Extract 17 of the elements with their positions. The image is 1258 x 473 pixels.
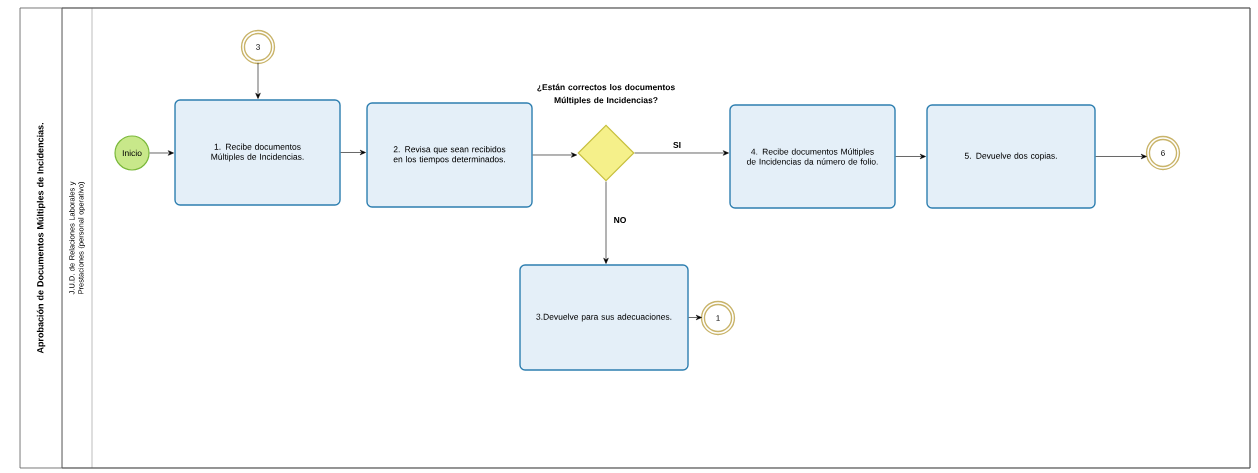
arrow	[634, 150, 729, 156]
arrow	[149, 150, 174, 156]
arrow	[255, 62, 261, 99]
arrow	[340, 149, 366, 156]
task-box: 3.Devuelve para sus adecuaciones.	[519, 264, 689, 371]
task-box: 2. Revisa que sean recibidos en los tiempos determinados.	[366, 102, 533, 208]
arrow	[895, 153, 926, 160]
edge-label: SI	[672, 141, 682, 149]
arrow	[688, 314, 702, 321]
task-box: 5. Devuelve dos copias.	[926, 104, 1096, 209]
arrow	[603, 181, 609, 264]
arrow	[532, 152, 577, 158]
arrow	[1095, 153, 1147, 160]
edge-label: NO	[612, 216, 628, 224]
task-box: 1. Recibe documentos Múltiples de Incidencias.	[174, 99, 341, 206]
task-box: 4. Recibe documentos Múltiples de Incidencias da número de folio.	[729, 104, 896, 209]
node-label: ¿Están correctos los documentos Múltiples de Incidencias?	[537, 83, 675, 105]
